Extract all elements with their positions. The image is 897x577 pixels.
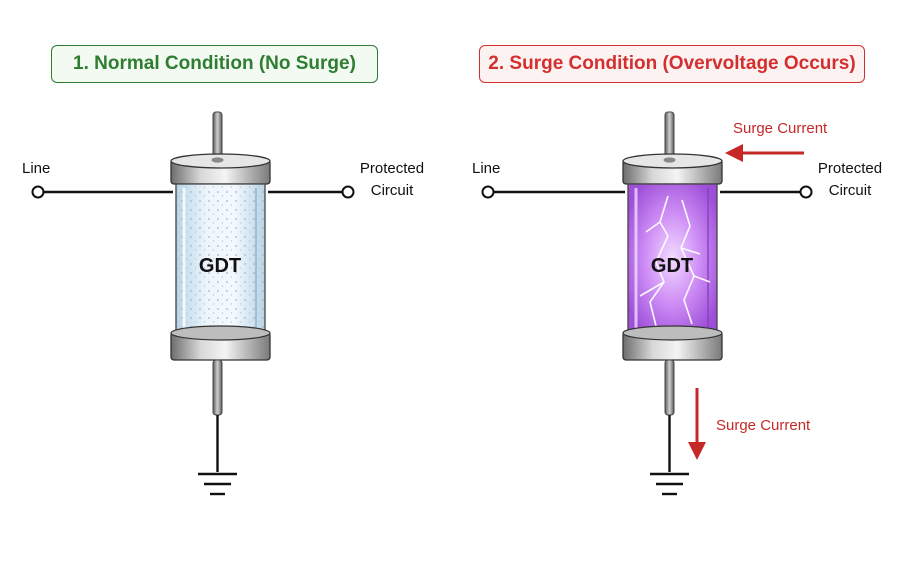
line-label-surge: Line (472, 160, 501, 177)
protected-circuit-label-normal: Protected Circuit (354, 158, 430, 202)
protected-terminal-surge (799, 185, 813, 199)
surge-panel-diagram (481, 111, 813, 496)
line-label-normal: Line (22, 160, 51, 177)
ground-icon-surge (650, 472, 689, 496)
panel-title-normal: 1. Normal Condition (No Surge) (51, 45, 378, 83)
protected-label-line2: Circuit (828, 182, 872, 199)
normal-panel-diagram (31, 111, 355, 496)
panel-title-surge: 2. Surge Condition (Overvoltage Occurs) (479, 45, 865, 83)
surge-current-label-top: Surge Current (733, 120, 828, 137)
bottom-pin-surge (664, 359, 675, 416)
bottom-pin-normal (212, 359, 223, 416)
lightning-arc-icon (639, 195, 711, 327)
protected-label-line1: Protected (359, 160, 425, 177)
line-terminal-surge (481, 185, 495, 199)
line-terminal-normal (31, 185, 45, 199)
protected-circuit-label-surge: Protected Circuit (812, 158, 888, 202)
protected-terminal-normal (341, 185, 355, 199)
gdt-body-surge (627, 183, 718, 333)
surge-arrow-down-icon (688, 388, 706, 460)
gdt-label-normal: GDT (198, 255, 242, 277)
surge-current-label-bottom: Surge Current (716, 417, 811, 434)
gdt-label-surge: GDT (650, 255, 694, 277)
ground-icon-normal (198, 472, 237, 496)
protected-label-line1: Protected (817, 160, 883, 177)
surge-arrow-top-icon (725, 144, 804, 162)
protected-label-line2: Circuit (370, 182, 414, 199)
